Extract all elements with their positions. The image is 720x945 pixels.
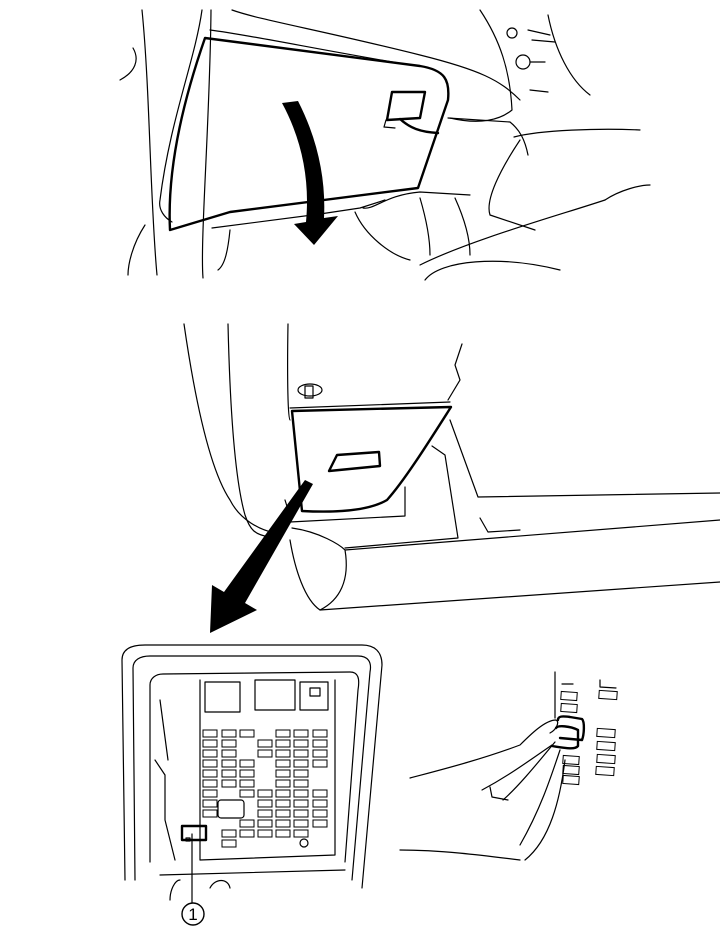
panel-glovebox-lowered: [183, 323, 720, 633]
fuse-grid: [202, 729, 328, 848]
glovebox-handle: [385, 90, 427, 122]
callout-1-circle: [181, 902, 205, 926]
remove-cover-arrow-icon: [210, 480, 313, 633]
screw-icon: [304, 385, 314, 399]
open-arrow-icon: [282, 101, 338, 245]
callout-1-label: 1: [188, 905, 197, 924]
glovebox-lid: [168, 36, 450, 232]
handle-pull-arrow: [398, 117, 440, 135]
panel-fuse-box: 1: [121, 644, 383, 926]
relay: [217, 799, 245, 819]
panel-glovebox-open: [119, 9, 651, 281]
glovebox-cover-handle: [327, 450, 382, 473]
fuse-being-pulled: [556, 715, 586, 742]
panel-fuse-removal: [399, 671, 618, 861]
glovebox-cover: [290, 405, 453, 513]
fuse-puller: [180, 824, 208, 842]
